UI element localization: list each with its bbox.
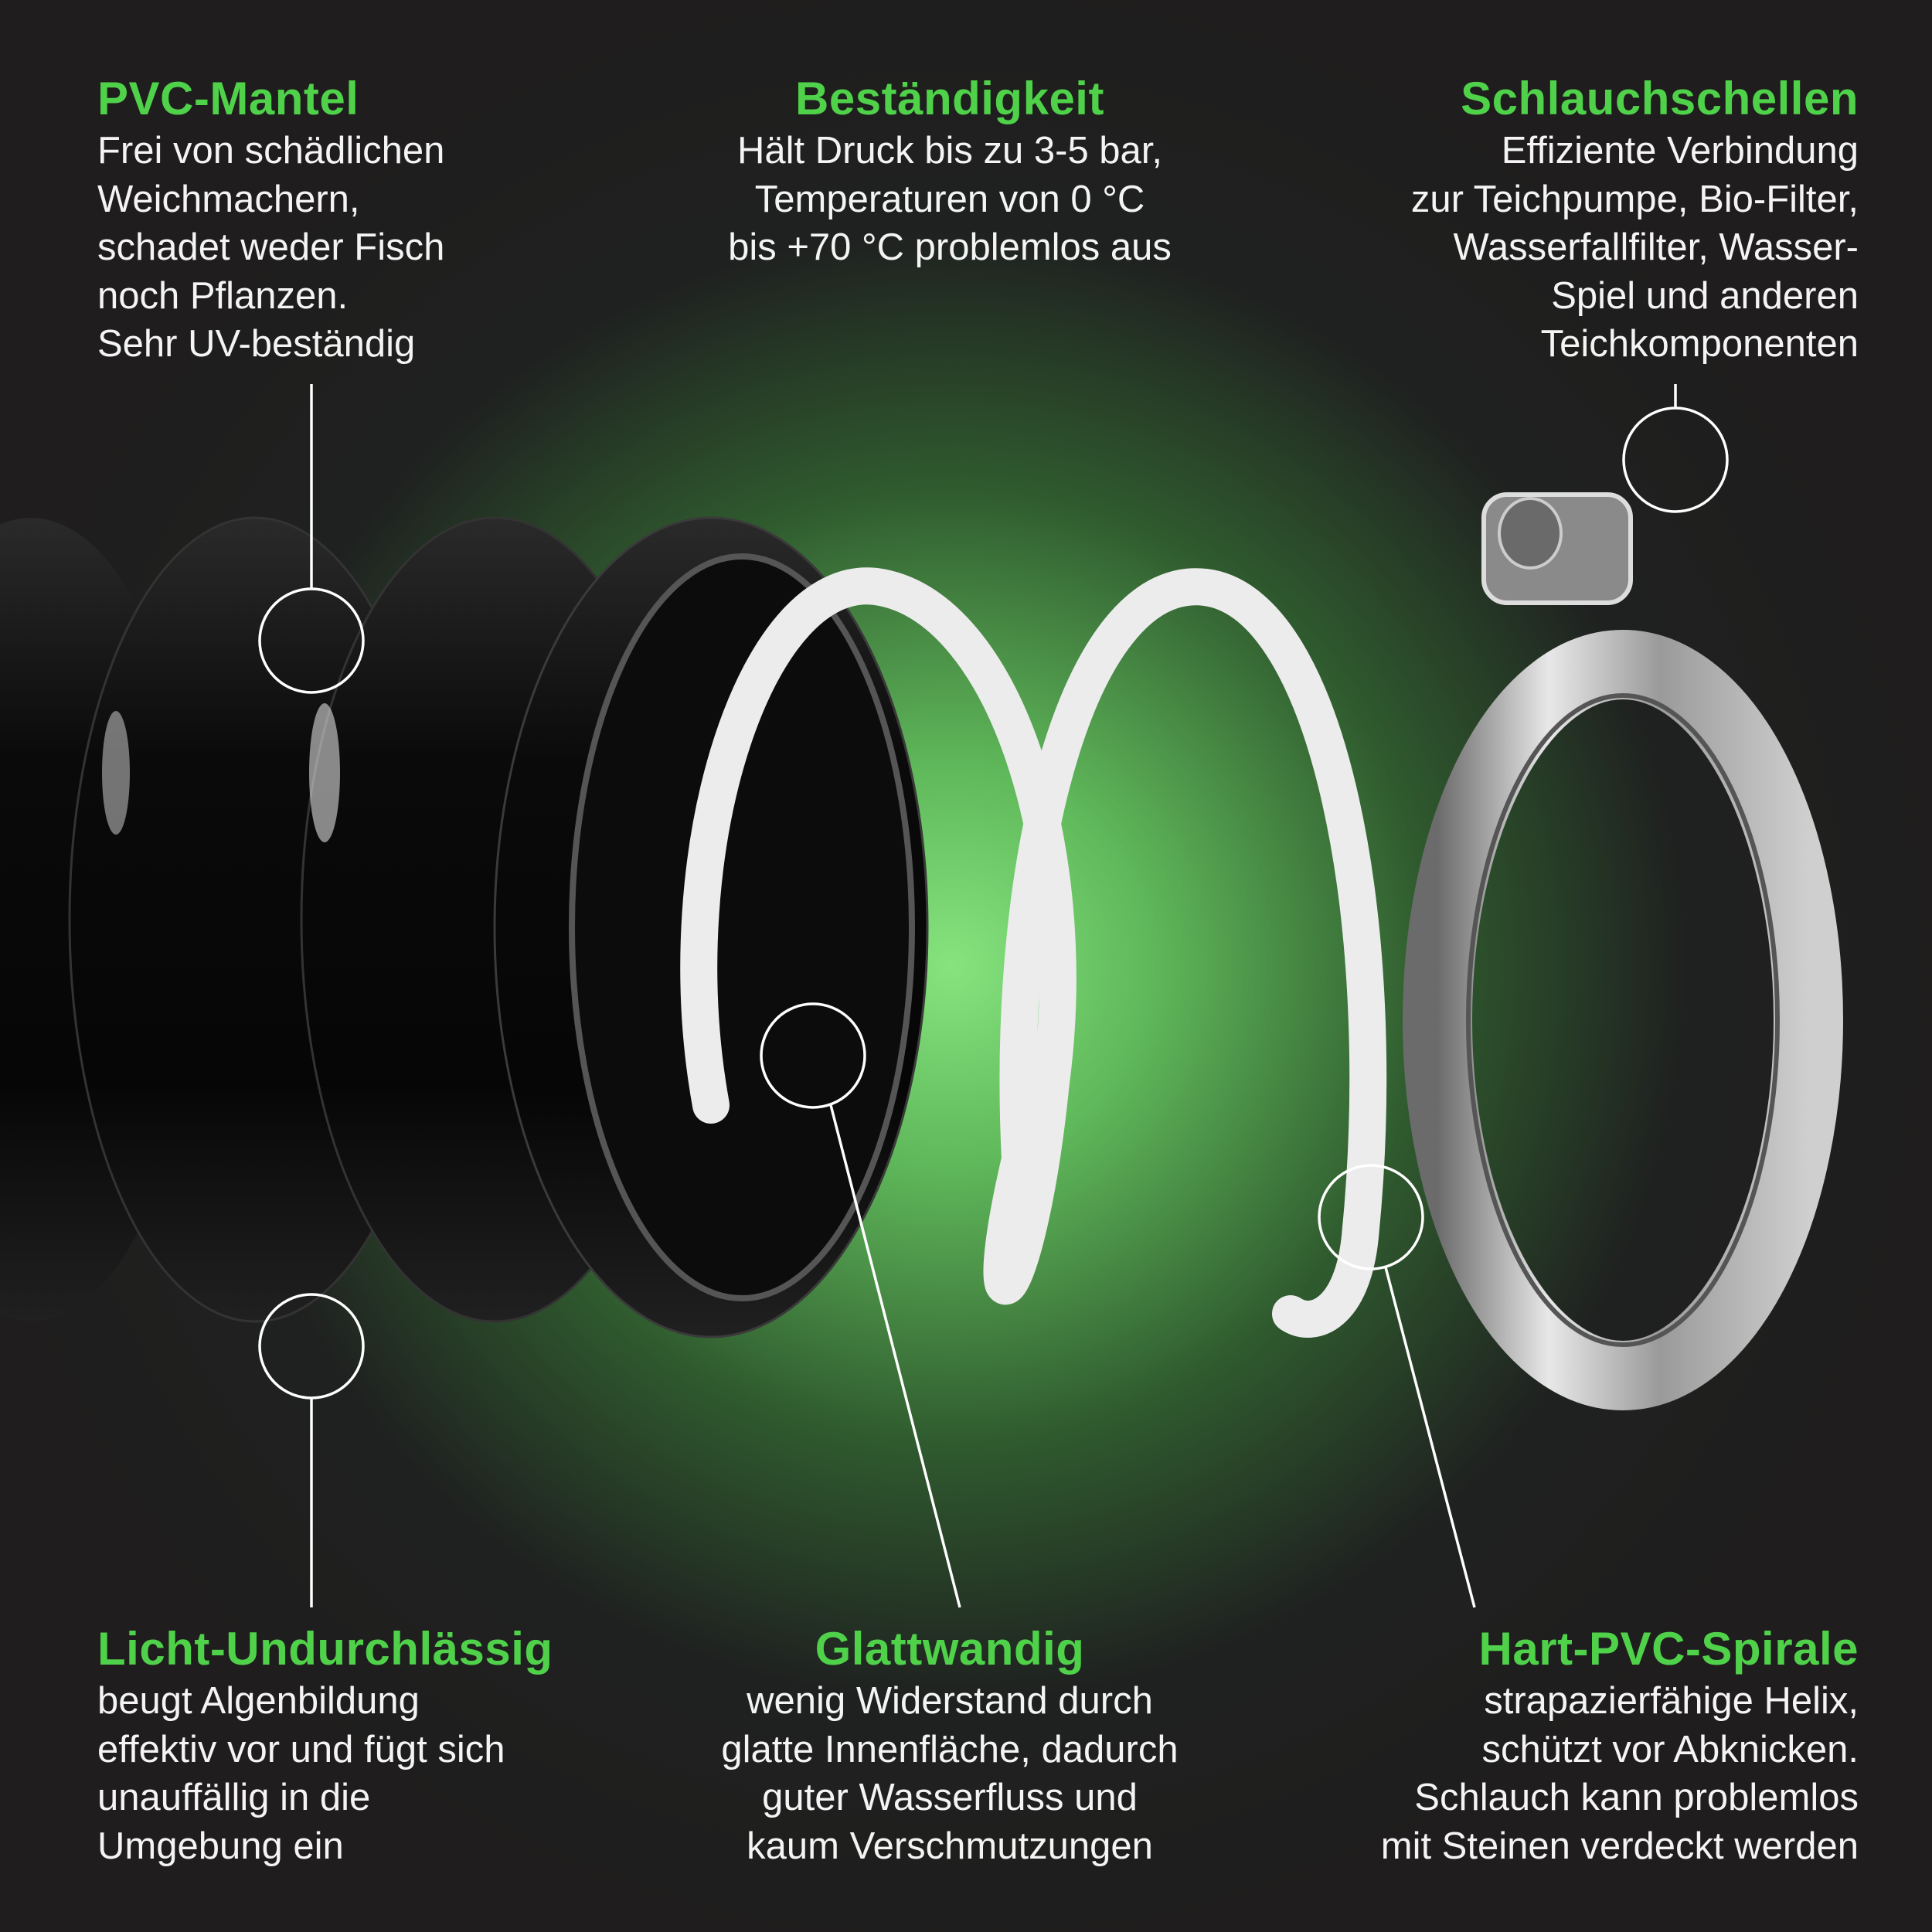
feature-text: guter Wasserfluss und [762, 1777, 1138, 1818]
hose-clamp-icon [1403, 492, 1843, 1410]
feature-text: unauffällig in die [97, 1777, 371, 1818]
feature-text: Frei von schädlichen [97, 130, 445, 172]
callout-circle-spirale [1318, 1164, 1424, 1270]
feature-text: Sehr UV-beständig [97, 323, 416, 365]
feature-text: Effiziente Verbindung [1501, 130, 1859, 172]
feature-title: Glattwandig [815, 1623, 1085, 1675]
feature-text: kaum Verschmutzungen [747, 1825, 1153, 1867]
feature-licht-undurchlaessig: Licht-Undurchlässig beugt Algenbildung e… [97, 1621, 685, 1870]
feature-text: Wasserfallfilter, Wasser- [1453, 226, 1859, 268]
feature-text: Schlauch kann problemlos [1414, 1777, 1859, 1818]
feature-text: schützt vor Abknicken. [1481, 1728, 1859, 1770]
feature-title: Hart-PVC-Spirale [1478, 1623, 1859, 1675]
feature-bestaendigkeit: Beständigkeit Hält Druck bis zu 3-5 bar,… [656, 71, 1243, 272]
feature-text: noch Pflanzen. [97, 274, 349, 317]
feature-title: Beständigkeit [795, 73, 1104, 124]
feature-text: zur Teichpumpe, Bio-Filter, [1410, 178, 1859, 220]
feature-text: glatte Innenfläche, dadurch [721, 1728, 1179, 1770]
feature-text: Temperaturen von 0 °C [754, 178, 1145, 220]
feature-text: effektiv vor und fügt sich [97, 1728, 505, 1770]
feature-pvc-mantel: PVC-Mantel Frei von schädlichen Weichmac… [97, 71, 685, 369]
feature-title: PVC-Mantel [97, 73, 359, 124]
callout-circle-schlauchschellen [1622, 406, 1729, 513]
feature-text: Umgebung ein [97, 1825, 344, 1867]
feature-text: bis +70 °C problemlos aus [728, 226, 1172, 268]
feature-text: Weichmachern, [97, 178, 360, 220]
callout-circle-licht [258, 1293, 365, 1400]
callout-circle-glattwandig [760, 1002, 866, 1109]
feature-glattwandig: Glattwandig wenig Widerstand durch glatt… [656, 1621, 1243, 1870]
feature-text: mit Steinen verdeckt werden [1380, 1825, 1859, 1867]
callout-lines [258, 384, 1729, 1608]
spiral-icon [680, 567, 1387, 1338]
feature-text: schadet weder Fisch [97, 226, 445, 268]
feature-title: Schlauchschellen [1461, 73, 1859, 124]
feature-text: wenig Widerstand durch [747, 1680, 1153, 1722]
feature-text: Teichkomponenten [1540, 323, 1859, 365]
feature-title: Licht-Undurchlässig [97, 1623, 553, 1675]
hose-icon [0, 516, 929, 1338]
feature-text: Hält Druck bis zu 3-5 bar, [736, 130, 1163, 172]
feature-text: beugt Algenbildung [97, 1680, 420, 1722]
feature-schlauchschellen: Schlauchschellen Effiziente Verbindung z… [1271, 71, 1859, 369]
feature-hart-pvc-spirale: Hart-PVC-Spirale strapazierfähige Helix,… [1271, 1621, 1859, 1870]
callout-circle-pvc-mantel [258, 587, 365, 694]
feature-text: Spiel und anderen [1551, 274, 1859, 317]
feature-text: strapazierfähige Helix, [1484, 1680, 1859, 1722]
